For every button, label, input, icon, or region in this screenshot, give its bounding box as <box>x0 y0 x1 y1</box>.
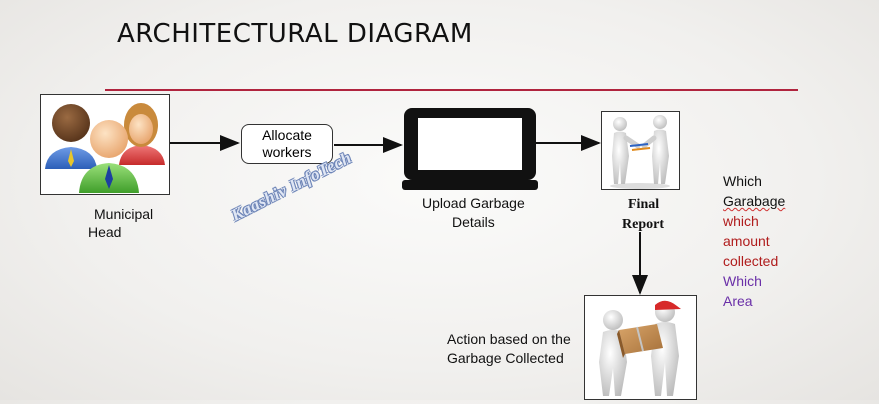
laptop-icon <box>402 108 538 190</box>
municipal-head-image <box>40 94 170 195</box>
upload-label-line1: Upload Garbage <box>422 195 525 211</box>
final-report-line1: Final <box>628 197 660 212</box>
action-label-line1: Action based on the <box>447 331 571 347</box>
municipal-head-label-2: Head <box>88 223 121 241</box>
final-report-line2: Report <box>622 217 664 232</box>
side-notes: Which Garabage which amount collected Wh… <box>723 171 785 311</box>
page-title: ARCHITECTURAL DIAGRAM <box>117 19 473 49</box>
municipal-head-label-line1: Municipal <box>94 206 154 222</box>
side-note-4: amount <box>723 233 770 249</box>
side-note-1: Which <box>723 173 762 189</box>
delivery-icon <box>599 300 681 396</box>
upload-label: Upload Garbage Details <box>422 194 525 232</box>
side-note-3: which <box>723 213 759 229</box>
users-icon <box>45 103 165 193</box>
handshake-icon <box>610 115 670 189</box>
title-divider <box>105 89 798 91</box>
municipal-head-label-line2: Head <box>88 224 122 240</box>
side-note-5: collected <box>723 253 779 269</box>
allocate-line1: Allocate <box>262 127 312 143</box>
upload-label-line2: Details <box>452 214 495 230</box>
side-note-2: Garabage <box>723 193 786 209</box>
side-note-7: Area <box>723 293 753 309</box>
side-note-6: Which <box>723 273 762 289</box>
final-report-image <box>601 111 680 190</box>
allocate-workers-box: Allocate workers <box>241 124 333 164</box>
action-image <box>584 295 697 400</box>
municipal-head-label: Municipal <box>94 205 153 223</box>
action-label: Action based on the Garbage Collected <box>447 330 571 368</box>
allocate-line2: workers <box>262 144 312 160</box>
final-report-label: Final Report <box>622 195 664 235</box>
action-label-line2: Garbage Collected <box>447 350 564 366</box>
